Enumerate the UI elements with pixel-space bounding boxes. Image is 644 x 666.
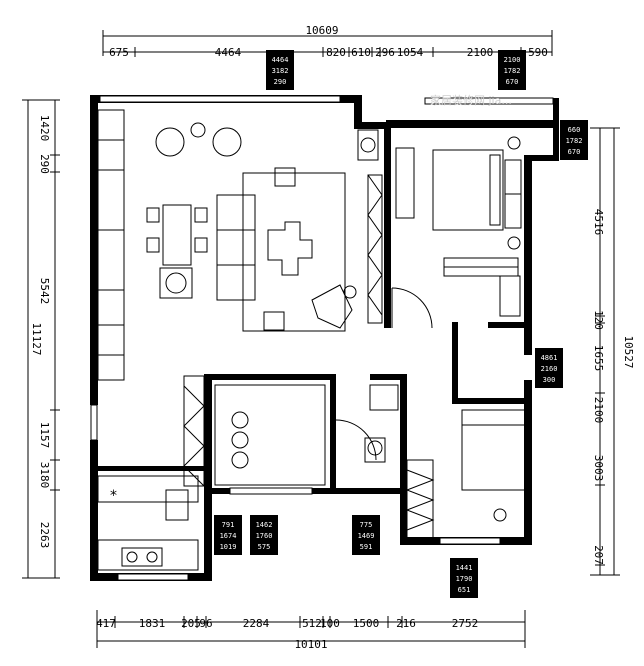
tag-line: 670 bbox=[506, 78, 519, 86]
dim-top-seg: 2100 bbox=[467, 46, 494, 59]
dim-left-seg: 290 bbox=[38, 154, 51, 174]
tag-line: 1019 bbox=[220, 543, 237, 551]
dim-bottom-seg: 96 bbox=[199, 617, 212, 630]
bed-icon bbox=[461, 409, 527, 491]
dim-left-total: 11127 bbox=[30, 322, 43, 355]
tag-line: 1760 bbox=[256, 532, 273, 540]
plant-icon bbox=[165, 272, 187, 294]
sink-icon bbox=[165, 489, 189, 521]
tag-line: 1782 bbox=[504, 67, 521, 75]
dim-bottom-total: 10101 bbox=[294, 638, 327, 651]
dim-bottom-seg: 2284 bbox=[243, 617, 270, 630]
dim-bottom-seg: 216 bbox=[396, 617, 416, 630]
dim-right-seg: 2100 bbox=[592, 397, 605, 424]
dim-top-seg: 590 bbox=[528, 46, 548, 59]
rug bbox=[242, 172, 346, 332]
dim-right-seg: 1655 bbox=[592, 345, 605, 372]
dim-right-seg: 3003 bbox=[592, 455, 605, 482]
tag-line: 591 bbox=[360, 543, 373, 551]
tag-line: 775 bbox=[360, 521, 373, 529]
dim-bottom-seg: 2752 bbox=[452, 617, 479, 630]
dim-left-seg: 2263 bbox=[38, 522, 51, 549]
asterisk-icon: * bbox=[110, 488, 117, 504]
dimension-lines bbox=[22, 30, 620, 648]
tag-line: 670 bbox=[568, 148, 581, 156]
dim-bottom-seg: 205 bbox=[181, 617, 201, 630]
dim-right-seg: 120 bbox=[592, 310, 605, 330]
dim-right-total: 10527 bbox=[622, 335, 635, 368]
dim-left-seg: 3180 bbox=[38, 462, 51, 489]
dim-left-seg: 1157 bbox=[38, 422, 51, 449]
tag-line: 575 bbox=[258, 543, 271, 551]
tag-line: 651 bbox=[458, 586, 471, 594]
tag-line: 3182 bbox=[272, 67, 289, 75]
tag-line: 290 bbox=[274, 78, 287, 86]
tag-line: 1441 bbox=[456, 564, 473, 572]
tag-line: 2160 bbox=[541, 365, 558, 373]
dim-top-seg: 675 bbox=[109, 46, 129, 59]
dimension-tags: 4464 3182 290 2100 1782 670 660 1782 670… bbox=[214, 50, 588, 598]
windows bbox=[90, 95, 554, 581]
bed-icon bbox=[432, 149, 504, 231]
lounge-chair-icon bbox=[311, 284, 353, 329]
dim-top-seg: 610 bbox=[351, 46, 371, 59]
dim-bottom-seg: 512 bbox=[302, 617, 322, 630]
dim-bottom-seg: 1831 bbox=[139, 617, 166, 630]
watermark: 家居装修网 jia... bbox=[430, 93, 512, 107]
dim-top-seg: 296 bbox=[375, 46, 395, 59]
kitchen: * bbox=[97, 475, 199, 571]
toilet-icon bbox=[364, 437, 386, 463]
dim-left-seg: 5542 bbox=[38, 278, 51, 305]
coffee-table-icon bbox=[267, 221, 313, 276]
walls bbox=[90, 95, 559, 581]
armchair-icon bbox=[155, 127, 185, 157]
dim-right-seg: 4516 bbox=[592, 209, 605, 236]
tag-line: 4861 bbox=[541, 354, 558, 362]
tag-line: 1674 bbox=[220, 532, 237, 540]
sofa-icon bbox=[216, 194, 256, 301]
dim-left-seg: 1420 bbox=[38, 115, 51, 142]
dim-top-total: 10609 bbox=[305, 24, 338, 37]
bathroom bbox=[183, 375, 399, 487]
dim-bottom-seg: 1500 bbox=[353, 617, 380, 630]
dim-top-seg: 1054 bbox=[397, 46, 424, 59]
second-bedroom bbox=[405, 409, 527, 541]
side-table-icon bbox=[190, 122, 206, 138]
dim-bottom-seg: 100 bbox=[320, 617, 340, 630]
tag-line: 2100 bbox=[504, 56, 521, 64]
tag-line: 4464 bbox=[272, 56, 289, 64]
dim-top-seg: 4464 bbox=[215, 46, 242, 59]
stove-icon bbox=[121, 547, 163, 567]
armchair-icon bbox=[212, 127, 242, 157]
tag-line: 300 bbox=[543, 376, 556, 384]
master-bedroom bbox=[391, 136, 522, 329]
dimension-labels: 10609 675 4464 820 610 296 1054 2100 590… bbox=[30, 24, 635, 651]
tag-line: 1782 bbox=[566, 137, 583, 145]
tag-line: 660 bbox=[568, 126, 581, 134]
tag-line: 1469 bbox=[358, 532, 375, 540]
tag-line: 791 bbox=[222, 521, 235, 529]
tag-line: 1462 bbox=[256, 521, 273, 529]
dim-right-seg: 207 bbox=[592, 545, 605, 565]
dim-top-seg: 820 bbox=[326, 46, 346, 59]
dim-bottom-seg: 417 bbox=[96, 617, 116, 630]
living-room bbox=[97, 109, 383, 381]
tag-line: 1790 bbox=[456, 575, 473, 583]
